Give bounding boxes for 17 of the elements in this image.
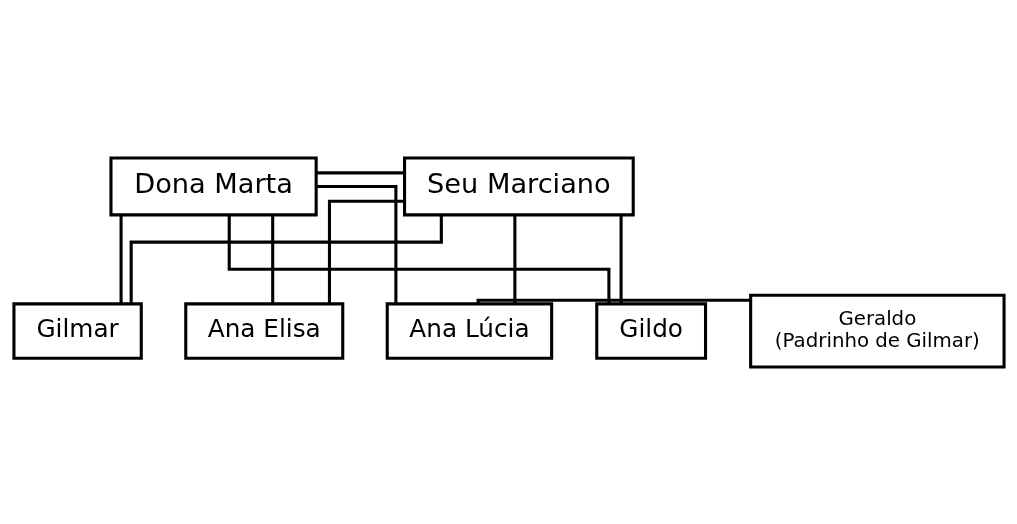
node-box: Dona Marta	[108, 156, 318, 216]
connector	[227, 214, 610, 304]
node-box: Seu Marciano	[402, 156, 635, 216]
connector	[619, 214, 623, 304]
connector	[270, 214, 274, 304]
node-box: Ana Elisa	[183, 301, 344, 360]
connector	[315, 184, 397, 304]
node-box: Gildo	[594, 301, 707, 360]
connector	[512, 214, 516, 304]
node-box: Geraldo (Padrinho de Gilmar)	[748, 293, 1006, 368]
connector	[316, 170, 404, 174]
node-box: Gilmar	[11, 301, 143, 360]
node-box: Ana Lúcia	[385, 301, 553, 360]
connector	[119, 214, 123, 304]
connector	[327, 199, 404, 304]
connector	[129, 214, 443, 303]
connector	[476, 298, 750, 303]
